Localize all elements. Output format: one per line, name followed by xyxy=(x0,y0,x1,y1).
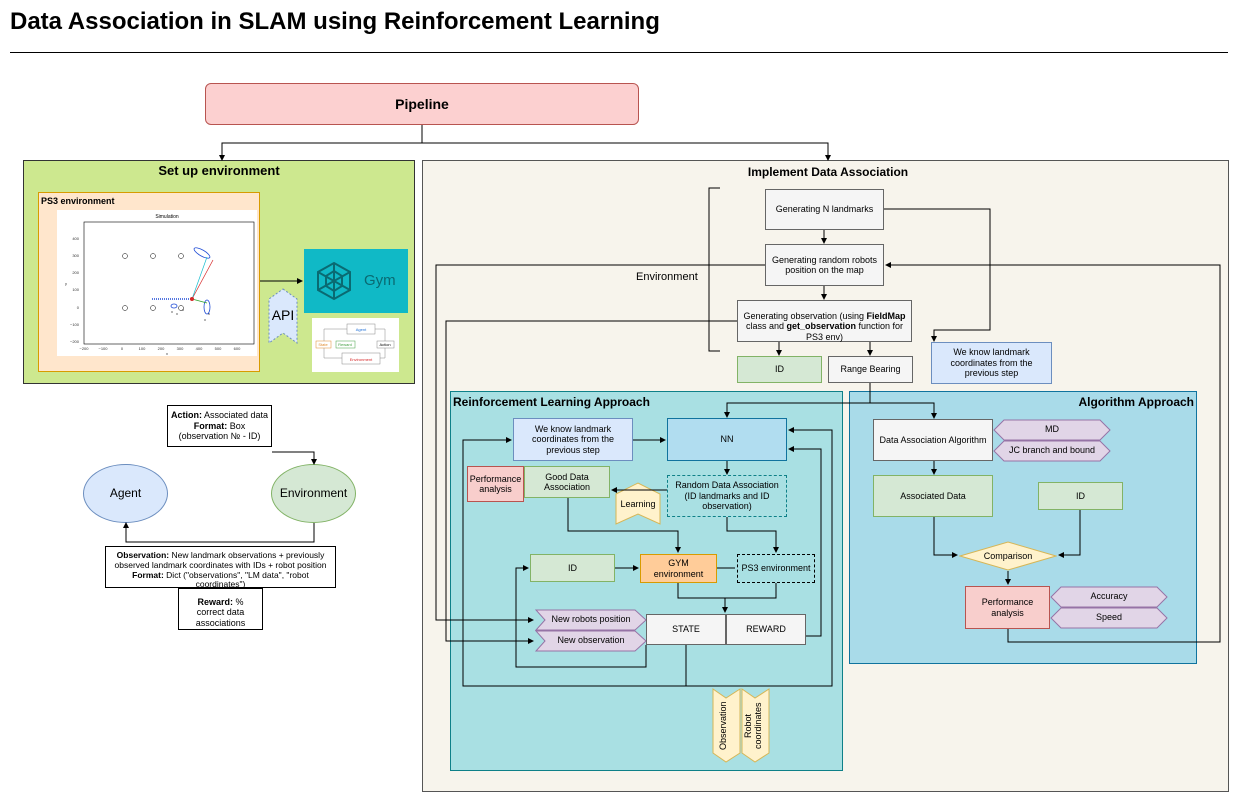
da-algorithm-box: Data Association Algorithm xyxy=(873,419,993,461)
sim-xtick: 400 xyxy=(196,346,203,351)
setup-title: Set up environment xyxy=(158,163,280,178)
ps3-title: PS3 environment xyxy=(41,196,115,206)
gen-obs-fieldmap: FieldMap xyxy=(866,311,906,321)
obs-value: New landmark observations + previously o… xyxy=(114,550,327,570)
sim-ytick: −200 xyxy=(70,339,80,344)
range-bearing-box: Range Bearing xyxy=(828,356,913,383)
api-label: API xyxy=(271,307,295,323)
environment-node: Environment xyxy=(271,464,356,523)
obs-format-value: Dict ("observations", "LM data", "robot … xyxy=(166,569,309,590)
reward-label: Reward: xyxy=(197,597,233,607)
algo-approach-title: Algorithm Approach xyxy=(1078,395,1194,409)
mini-reward: Reward xyxy=(338,342,352,347)
mini-state: State xyxy=(318,342,328,347)
known-landmarks-box: We know landmark coordinates from the pr… xyxy=(931,342,1052,384)
jc-label: JC branch and bound xyxy=(1008,445,1096,455)
action-value: Associated data xyxy=(203,410,269,421)
accuracy-label: Accuracy xyxy=(1090,591,1128,601)
implement-title: Implement Data Association xyxy=(747,165,909,179)
agent-node: Agent xyxy=(83,464,168,523)
obs-format-label: Format: xyxy=(132,569,164,580)
gym-env-box: GYM environment xyxy=(640,554,717,583)
mini-environment: Environment xyxy=(350,357,373,362)
obs-label: Observation: xyxy=(116,550,170,560)
gym-logo-box: Gym xyxy=(304,249,408,313)
gen-obs-text-1: Generating observation (using xyxy=(743,311,867,321)
reward-box: Reward: % correct data associations xyxy=(178,588,263,630)
rl-approach-title: Reinforcement Learning Approach xyxy=(453,395,650,409)
robot-coords-label: Robot coordinates xyxy=(743,702,763,749)
gen-obs-text-2: class and xyxy=(745,321,787,332)
gym-label: Gym xyxy=(364,272,396,289)
speed-label: Speed xyxy=(1095,612,1123,622)
associated-data-box: Associated Data xyxy=(873,475,993,517)
gym-icon xyxy=(317,261,351,301)
reward-value: % correct data associations xyxy=(195,597,246,628)
observation-shape xyxy=(712,688,741,763)
md-label: MD xyxy=(1045,424,1059,434)
sim-xtick: 300 xyxy=(177,346,184,351)
sim-xtick: −200 xyxy=(79,346,89,351)
sim-ytick: 200 xyxy=(72,270,79,275)
sim-xtick: 500 xyxy=(215,346,222,351)
pipeline-box: Pipeline xyxy=(205,83,639,125)
sim-ylabel: y xyxy=(65,281,67,286)
nn-box: NN xyxy=(667,418,787,461)
reward-state-box: REWARD xyxy=(726,614,806,645)
algo-id-box: ID xyxy=(1038,482,1123,510)
action-box: Action: Associated data Format: Box (obs… xyxy=(167,405,272,447)
sim-ytick: 0 xyxy=(77,305,80,310)
new-obs-label: New observation xyxy=(557,635,625,645)
sim-xlabel: x xyxy=(166,351,168,356)
gen-landmarks-box: Generating N landmarks xyxy=(765,189,884,230)
action-extra: (observation № - ID) xyxy=(178,431,261,442)
sim-xtick: −100 xyxy=(98,346,108,351)
gen-obs-text-3: function for PS3 env) xyxy=(805,321,904,342)
observation-label: Observation xyxy=(718,701,728,750)
new-robots-label: New robots position xyxy=(551,614,631,624)
algo-performance-box: Performance analysis xyxy=(965,586,1050,629)
state-box: STATE xyxy=(646,614,726,645)
format-label: Format: xyxy=(193,420,228,431)
environment-label: Environment xyxy=(636,271,698,283)
api-arrow xyxy=(268,288,298,344)
robot-coords-shape xyxy=(741,688,770,763)
title-divider xyxy=(10,52,1228,53)
rl-known-landmarks-box: We know landmark coordinates from the pr… xyxy=(513,418,633,461)
random-da-box: Random Data Association (ID landmarks an… xyxy=(667,475,787,517)
learning-label: Learning xyxy=(620,499,656,509)
sim-ytick: 400 xyxy=(72,236,79,241)
rl-performance-box: Performance analysis xyxy=(467,466,524,502)
sim-xtick: 100 xyxy=(139,346,146,351)
gen-observation-box: Generating observation (using FieldMap c… xyxy=(737,300,912,342)
observation-box: Observation: New landmark observations +… xyxy=(105,546,336,590)
sim-ytick: 100 xyxy=(72,287,79,292)
mini-agent: Agent xyxy=(356,327,367,332)
action-label: Action: xyxy=(170,410,202,421)
sim-xtick: 0 xyxy=(121,346,124,351)
sim-ytick: −100 xyxy=(70,322,80,327)
gen-obs-getobs: get_observation xyxy=(786,321,857,332)
gen-robots-box: Generating random robots position on the… xyxy=(765,244,884,286)
sim-ytick: 300 xyxy=(72,253,79,258)
good-da-box: Good Data Association xyxy=(524,466,610,498)
page-title: Data Association in SLAM using Reinforce… xyxy=(10,8,660,35)
comparison-label: Comparison xyxy=(983,551,1033,561)
rl-id-box: ID xyxy=(530,554,615,582)
impl-id-box: ID xyxy=(737,356,822,383)
sim-xtick: 600 xyxy=(234,346,241,351)
sim-title: Simulation xyxy=(155,214,179,220)
format-value: Box xyxy=(229,420,246,431)
sim-xtick: 200 xyxy=(158,346,165,351)
mini-rl-diagram: Agent Environment State Reward Action xyxy=(312,318,399,372)
ps3-env-box: PS3 environment xyxy=(737,554,815,583)
simulation-plot: Simulation 400 300 200 100 0 −100 −200 −… xyxy=(57,210,257,356)
mini-action: Action xyxy=(379,342,390,347)
